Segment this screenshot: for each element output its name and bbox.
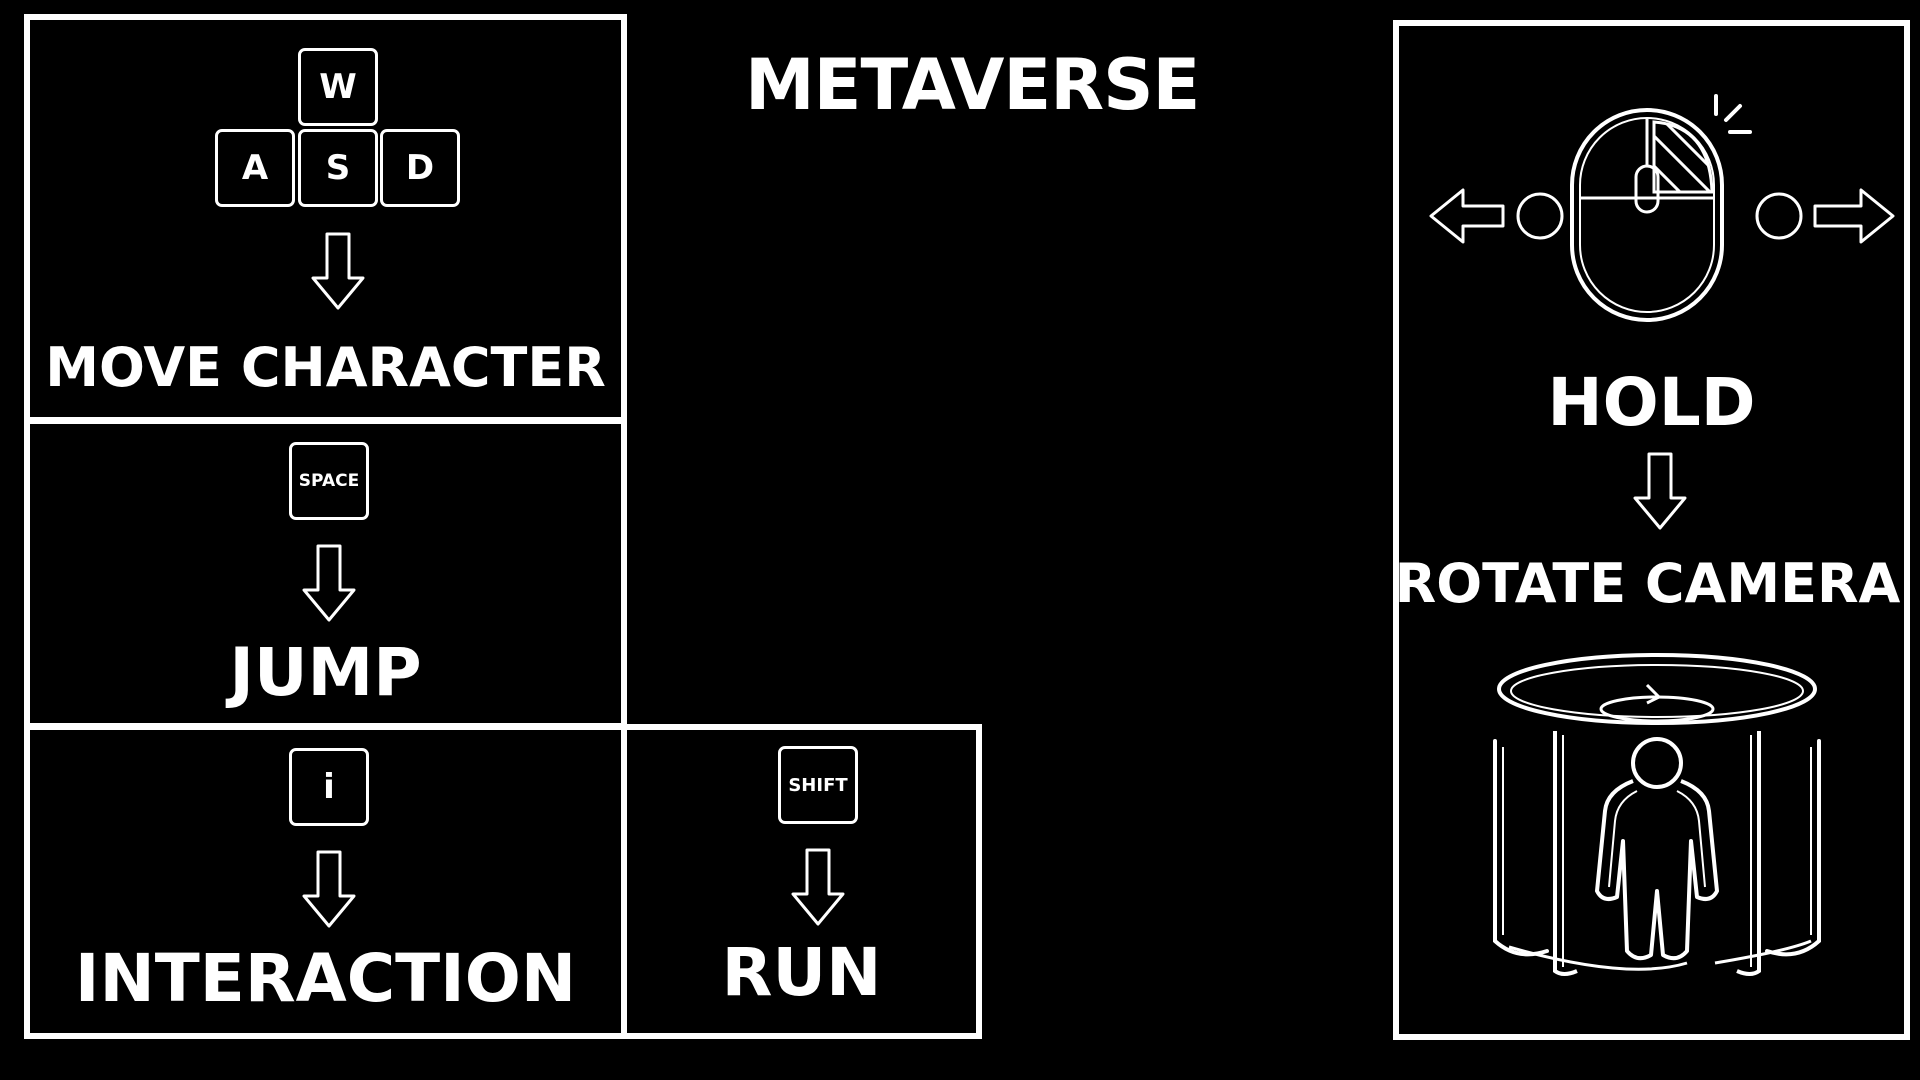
mouse-icon [1570,94,1752,322]
key-a: A [215,129,295,207]
key-d: D [380,129,460,207]
arrow-down-icon [302,544,356,622]
person-icon [1595,737,1719,961]
run-panel: SHIFT RUN [621,724,982,1039]
arrow-right-icon [1755,188,1895,244]
page-title: METAVERSE [745,44,1200,126]
camera-panel: HOLD ROTATE CAMERA [1393,20,1910,1040]
run-label: RUN [721,934,882,1011]
key-shift: SHIFT [778,746,858,824]
arrow-down-icon [1633,452,1687,530]
jump-label: JUMP [229,634,422,711]
arrow-down-icon [302,850,356,928]
key-s: S [298,129,378,207]
arrow-down-icon [791,848,845,926]
arrow-down-icon [311,232,365,310]
move-character-label: MOVE CHARACTER [45,336,606,399]
interaction-label: INTERACTION [74,940,577,1017]
key-space: SPACE [289,442,369,520]
rotate-camera-icon [1493,653,1821,976]
hold-label: HOLD [1547,364,1756,441]
jump-panel: SPACE JUMP [24,418,627,729]
move-character-panel: W A S D MOVE CHARACTER [24,14,627,423]
rotate-camera-label: ROTATE CAMERA [1394,552,1901,615]
interaction-panel: i INTERACTION [24,724,627,1039]
key-i: i [289,748,369,826]
key-w: W [298,48,378,126]
arrow-left-icon [1429,188,1564,244]
